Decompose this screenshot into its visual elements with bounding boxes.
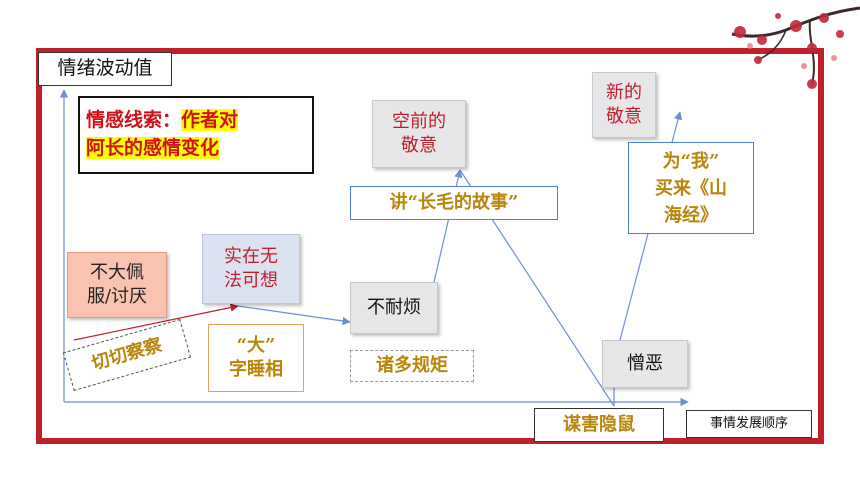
event-zhu-duo-gui-ju: 诸多规矩 — [350, 350, 474, 382]
red-arrow — [73, 303, 239, 341]
emotion-clue-box: 情感线索：作者对 阿长的感情变化 — [78, 96, 314, 174]
node-zeng-wu: 憎恶 — [602, 340, 688, 388]
node-bu-da-pei-fu: 不大佩 服/讨厌 — [67, 252, 167, 318]
node-shi-zai-wu-fa: 实在无 法可想 — [202, 234, 300, 304]
plum-blossom-decoration — [731, 6, 860, 89]
y-axis-label: 情绪波动值 — [38, 52, 172, 86]
event-mou-hai-yin-shu: 谋害隐鼠 — [534, 408, 664, 442]
clue-line-1: 情感线索：作者对 — [86, 107, 239, 135]
clue-line-2: 阿长的感情变化 — [86, 135, 220, 163]
red-frame — [36, 48, 824, 444]
line-shizai-to-bunai — [237, 305, 351, 326]
event-da-zi-shui-xiang: “大” 字睡相 — [208, 324, 304, 392]
clue-line-1-plain: 情感线索： — [86, 109, 182, 132]
x-axis-label: 事情发展顺序 — [686, 410, 812, 438]
node-bu-nai-fan: 不耐烦 — [350, 282, 438, 334]
clue-line-2-highlight: 阿长的感情变化 — [86, 137, 220, 159]
event-mai-shan-hai-jing: 为“我” 买来《山 海经》 — [628, 142, 754, 234]
clue-line-1-highlight: 作者对 — [181, 109, 239, 132]
node-kong-qian-jing-yi: 空前的 敬意 — [372, 100, 466, 168]
event-jiang-chang-mao: 讲“长毛的故事” — [350, 186, 558, 220]
node-xin-de-jing-yi: 新的 敬意 — [592, 72, 656, 138]
